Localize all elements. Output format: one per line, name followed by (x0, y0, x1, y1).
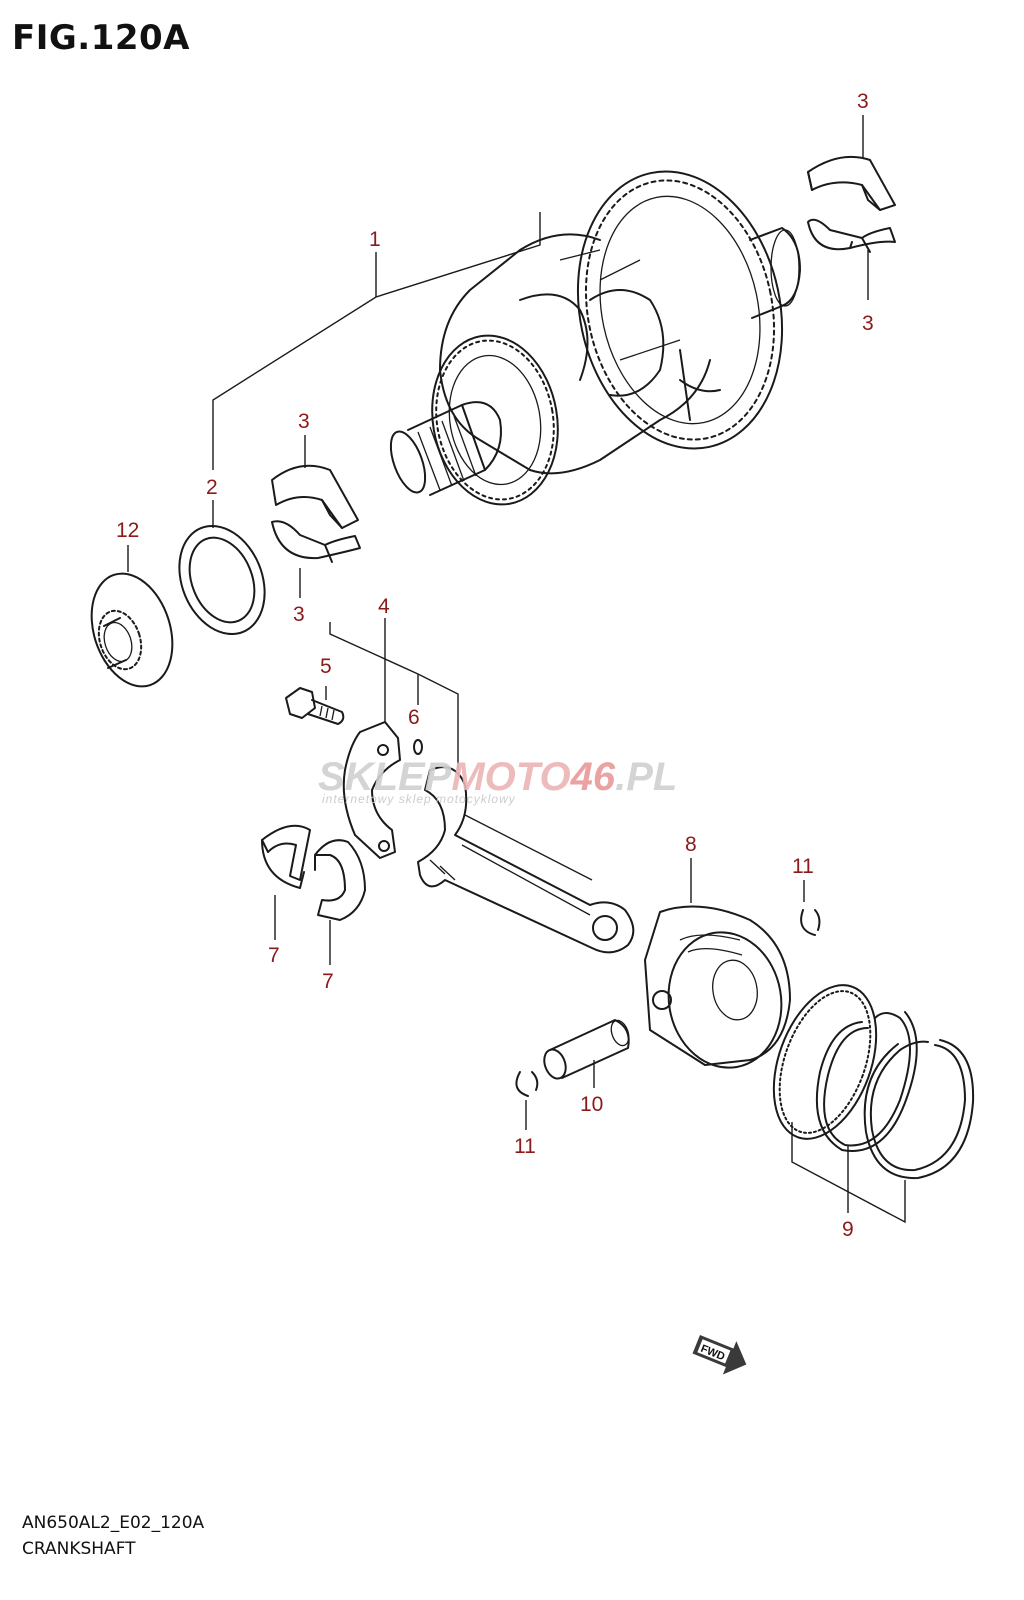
piston-ring-oil[interactable] (863, 1039, 975, 1180)
conrod-cap[interactable] (342, 721, 401, 859)
callout-3-right-lower: 3 (862, 312, 874, 335)
crank-bearing-upper-left[interactable] (271, 464, 359, 529)
leader-lines (127, 115, 906, 1224)
svg-text:SKLEPMOTO46.PL: SKLEPMOTO46.PL (318, 755, 677, 799)
crankshaft-assembly[interactable] (384, 152, 807, 514)
connecting-rod[interactable] (417, 766, 635, 954)
callout-2: 2 (206, 476, 218, 499)
piston[interactable] (644, 905, 792, 1077)
thrust-washer[interactable] (164, 513, 280, 647)
callout-7-left: 7 (268, 944, 280, 967)
crank-bearing-lower-right[interactable] (807, 218, 896, 253)
crank-bearing-upper-right[interactable] (807, 155, 896, 211)
watermark-46: 46 (570, 755, 616, 799)
conrod-bolt[interactable] (285, 687, 345, 725)
conrod-bearing-right[interactable] (314, 839, 366, 921)
piston-pin-circlip-left[interactable] (515, 1071, 539, 1097)
piston-ring-top[interactable] (754, 971, 895, 1153)
callout-7-right: 7 (322, 970, 334, 993)
watermark-pl: .PL (615, 755, 677, 799)
callout-3-left-upper: 3 (298, 410, 310, 433)
fwd-arrow: FWD (692, 1335, 747, 1375)
dowel-pin[interactable] (413, 739, 423, 755)
piston-pin-circlip-right[interactable] (800, 909, 821, 936)
piston-pin[interactable] (540, 1018, 631, 1081)
callout-5: 5 (320, 655, 332, 678)
watermark-sklep: SKLEP (318, 755, 452, 799)
diagram-name: CRANKSHAFT (22, 1539, 136, 1559)
callout-11-right: 11 (792, 855, 814, 878)
callout-6: 6 (408, 706, 420, 729)
callout-12: 12 (116, 519, 139, 542)
callout-labels: 1 2 3 3 3 3 4 5 6 7 7 8 9 10 11 11 12 (116, 90, 874, 1241)
crank-bearing-lower-left[interactable] (271, 520, 361, 563)
watermark-tagline: internetowy sklep motocyklowy (322, 792, 516, 806)
watermark-moto: MOTO (451, 755, 570, 799)
crankshaft-gear[interactable] (78, 563, 186, 697)
callout-9: 9 (842, 1218, 854, 1241)
callout-1: 1 (369, 228, 381, 251)
callout-8: 8 (685, 833, 697, 856)
conrod-bearing-left[interactable] (261, 824, 311, 889)
callout-3-left-lower: 3 (293, 603, 305, 626)
figure-title: FIG.120A (12, 18, 190, 58)
callout-4: 4 (378, 595, 390, 618)
figure-footer: AN650AL2_E02_120A CRANKSHAFT (22, 1510, 204, 1562)
callout-10: 10 (580, 1093, 603, 1116)
callout-3-right-upper: 3 (857, 90, 869, 113)
diagram-code: AN650AL2_E02_120A (22, 1513, 205, 1533)
callout-11-left: 11 (514, 1135, 536, 1158)
watermark: SKLEPMOTO46.PL internetowy sklep motocyk… (318, 755, 677, 806)
